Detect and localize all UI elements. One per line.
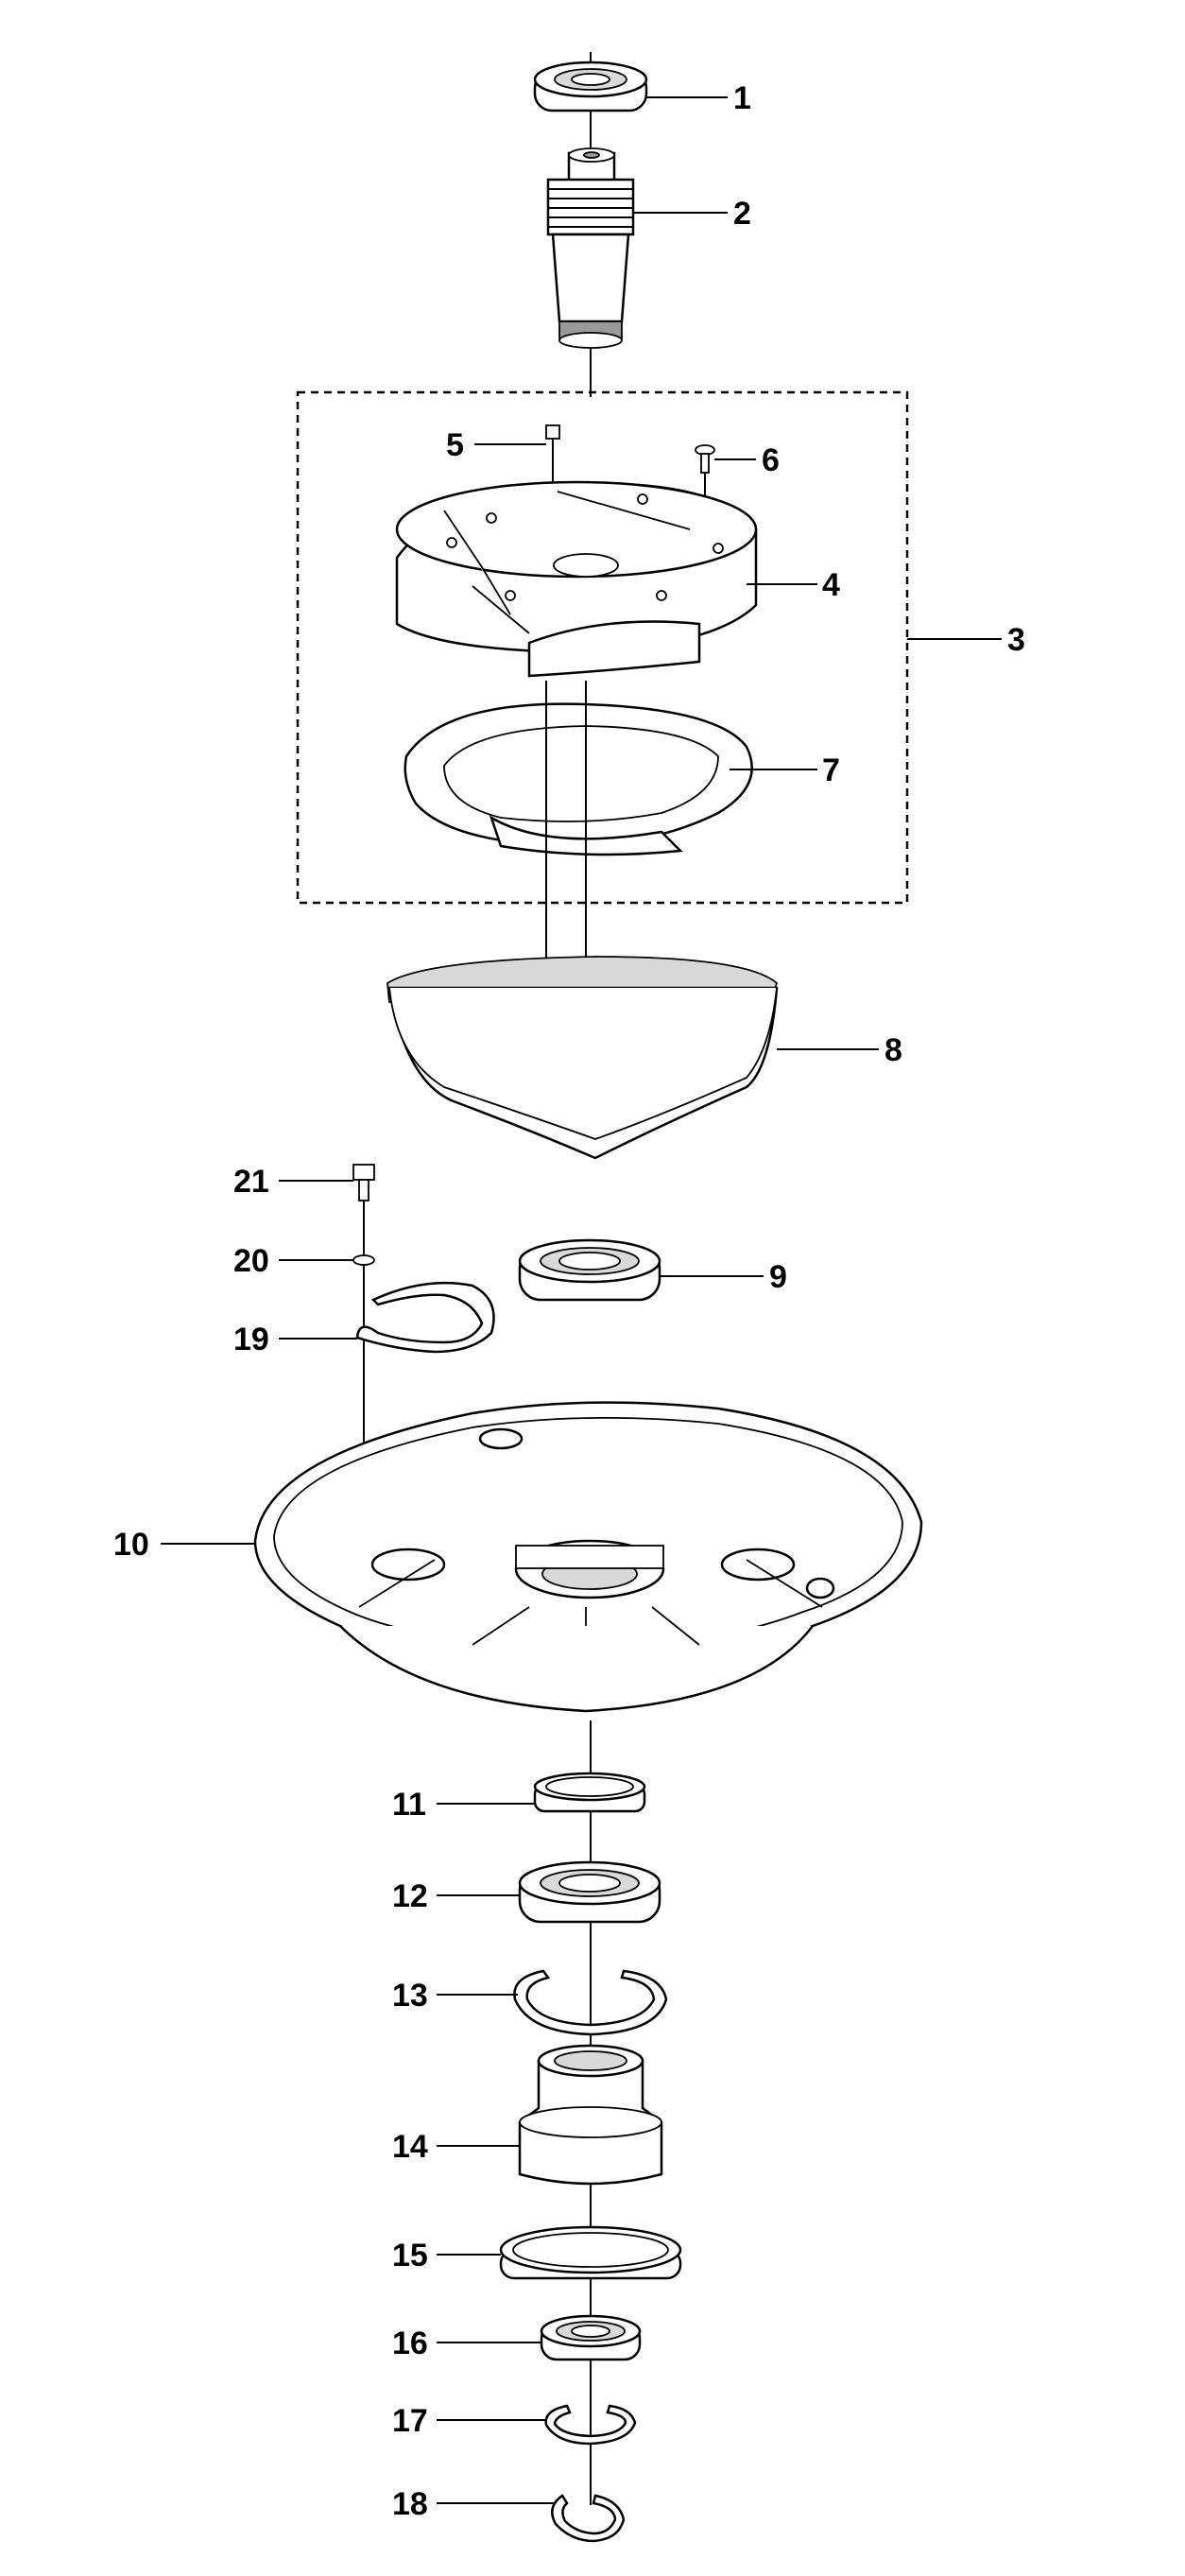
- callout-10: 10: [113, 1527, 149, 1563]
- part-14-hub: [518, 2044, 663, 2186]
- part-17-circlip: [544, 2404, 637, 2446]
- part-8-cover: [386, 956, 779, 1160]
- part-15-seal: [499, 2225, 682, 2280]
- callout-4: 4: [822, 567, 840, 603]
- callout-20: 20: [233, 1243, 269, 1279]
- part-1-bearing: [533, 61, 648, 112]
- part-10-base-housing: [253, 1401, 923, 1713]
- callout-11: 11: [392, 1787, 426, 1823]
- callout-8: 8: [884, 1032, 902, 1068]
- callout-17: 17: [392, 2403, 428, 2439]
- callout-14: 14: [392, 2129, 428, 2165]
- callout-13: 13: [392, 1978, 428, 2014]
- part-19-bracket: [355, 1281, 495, 1354]
- part-6-screw: [695, 444, 715, 529]
- part-20-washer: [352, 1254, 375, 1266]
- part-12-bearing: [518, 1860, 661, 1924]
- part-2-spindle: [546, 147, 635, 349]
- callout-labels: 1 2 3 4 5 6 7 8 9 10 11 12 13 14 15 16 1…: [113, 80, 1025, 2522]
- callout-6: 6: [762, 442, 780, 478]
- callout-19: 19: [233, 1322, 269, 1357]
- callout-12: 12: [392, 1878, 428, 1914]
- callout-5: 5: [446, 427, 464, 463]
- callout-18: 18: [392, 2486, 428, 2522]
- callout-21: 21: [233, 1164, 269, 1200]
- callout-15: 15: [392, 2238, 428, 2273]
- part-18-circlip: [551, 2494, 626, 2543]
- part-21-bolt: [352, 1164, 375, 1475]
- part-13-circlip: [513, 1969, 668, 2036]
- callout-2: 2: [733, 196, 751, 232]
- callout-1: 1: [733, 80, 751, 116]
- callout-9: 9: [769, 1259, 787, 1295]
- part-9-bearing: [518, 1238, 661, 1302]
- part-4-top-plate: [395, 480, 758, 678]
- part-11-ring: [533, 1772, 646, 1813]
- callout-16: 16: [392, 2325, 428, 2361]
- part-7-gasket: [404, 702, 753, 856]
- callout-3: 3: [1007, 622, 1025, 658]
- callout-7: 7: [822, 752, 840, 788]
- assembly-box-3: [296, 390, 909, 905]
- part-16-bearing: [540, 2314, 642, 2361]
- leader-lines: [161, 96, 1002, 2504]
